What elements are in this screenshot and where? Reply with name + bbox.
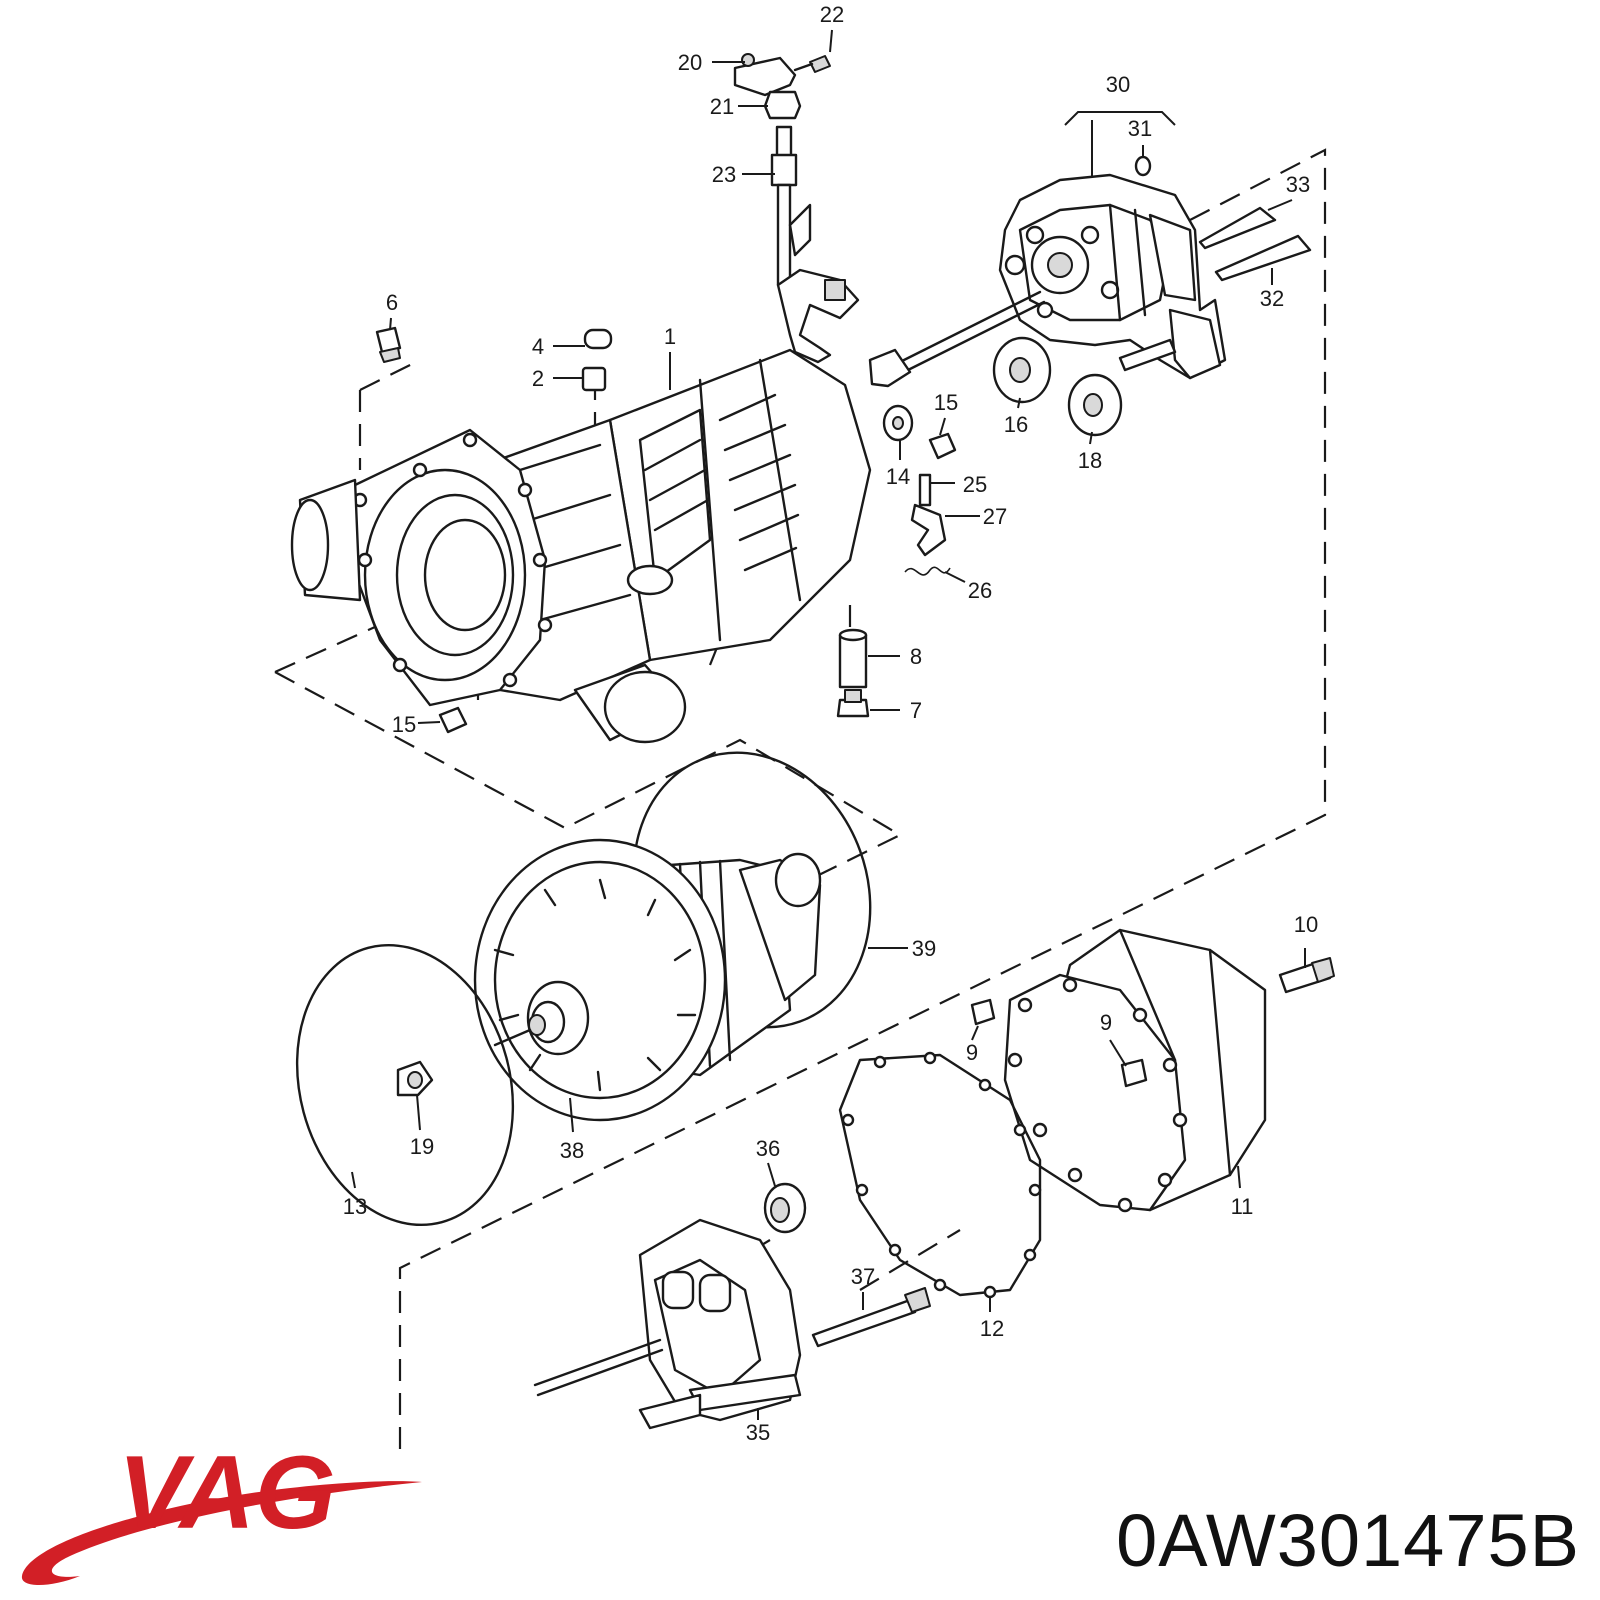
pin-9b (1120, 1058, 1148, 1088)
cap-2 (581, 366, 607, 392)
callout-26: 26 (968, 578, 992, 603)
selector-shaft-assembly (733, 53, 860, 364)
nut-21 (763, 90, 802, 120)
callout-39: 39 (912, 936, 936, 961)
part-number: 0AW301475B (1116, 1499, 1580, 1582)
logo-wordmark: VAG (118, 1438, 336, 1551)
callout-15-upper: 15 (934, 390, 958, 415)
actuator-unit-30 (868, 155, 1312, 388)
callout-11: 11 (1231, 1194, 1254, 1219)
nut-15b (438, 706, 468, 734)
callout-27: 27 (983, 504, 1007, 529)
callout-22: 22 (820, 2, 844, 27)
pin-9a (970, 998, 996, 1026)
callout-32: 32 (1260, 286, 1284, 311)
sleeve-8 (838, 633, 868, 689)
callout-36: 36 (756, 1136, 780, 1161)
vag-logo: VAG (21, 1438, 423, 1585)
callout-21: 21 (710, 94, 734, 119)
callout-10: 10 (1294, 912, 1318, 937)
callout-2: 2 (532, 366, 544, 391)
bolt-32 (1214, 234, 1312, 282)
logo-swoosh (21, 1481, 423, 1585)
callout-25: 25 (963, 472, 987, 497)
small-parts-cluster (882, 404, 957, 576)
bracket-20 (733, 56, 797, 97)
drive-gear (868, 348, 912, 388)
callout-1: 1 (664, 324, 676, 349)
callout-7: 7 (910, 698, 922, 723)
callout-30: 30 (1106, 72, 1130, 97)
callout-12: 12 (980, 1316, 1004, 1341)
transmission-housing-1 (290, 326, 872, 744)
spring-26 (904, 566, 951, 576)
valve-body-35 (533, 1182, 931, 1430)
seal-31 (1134, 155, 1152, 177)
callout-31: 31 (1128, 116, 1152, 141)
nut-15 (928, 432, 957, 460)
callout-33: 33 (1286, 172, 1310, 197)
bearings-16-18 (992, 336, 1123, 437)
bolt-22 (809, 55, 831, 73)
callout-6: 6 (386, 290, 398, 315)
cap-4 (583, 328, 613, 350)
callout-9-right: 9 (1100, 1010, 1112, 1035)
callout-18: 18 (1078, 448, 1102, 473)
plug-6 (375, 326, 402, 354)
callout-leader-lines (351, 29, 1306, 1420)
bolt-33 (1198, 206, 1277, 250)
callout-15-lower: 15 (392, 712, 416, 737)
callout-9-left: 9 (966, 1040, 978, 1065)
callout-35: 35 (746, 1420, 770, 1445)
callout-4: 4 (532, 334, 544, 359)
callout-38: 38 (560, 1138, 584, 1163)
callout-20: 20 (678, 50, 702, 75)
callout-14: 14 (886, 464, 910, 489)
torque-converter-38 (295, 751, 872, 1227)
pin-25 (918, 473, 932, 507)
callout-19: 19 (410, 1134, 434, 1159)
callout-37: 37 (851, 1264, 875, 1289)
callout-13: 13 (343, 1194, 367, 1219)
o-ring-13 (295, 943, 515, 1227)
callout-numbers: 22 20 21 23 30 31 33 32 6 4 1 2 15 16 18… (343, 2, 1318, 1445)
callout-8: 8 (910, 644, 922, 669)
transfer-case-housing-11 (838, 928, 1335, 1299)
callout-23: 23 (712, 162, 736, 187)
callout-16: 16 (1004, 412, 1028, 437)
lever-27 (910, 503, 947, 557)
